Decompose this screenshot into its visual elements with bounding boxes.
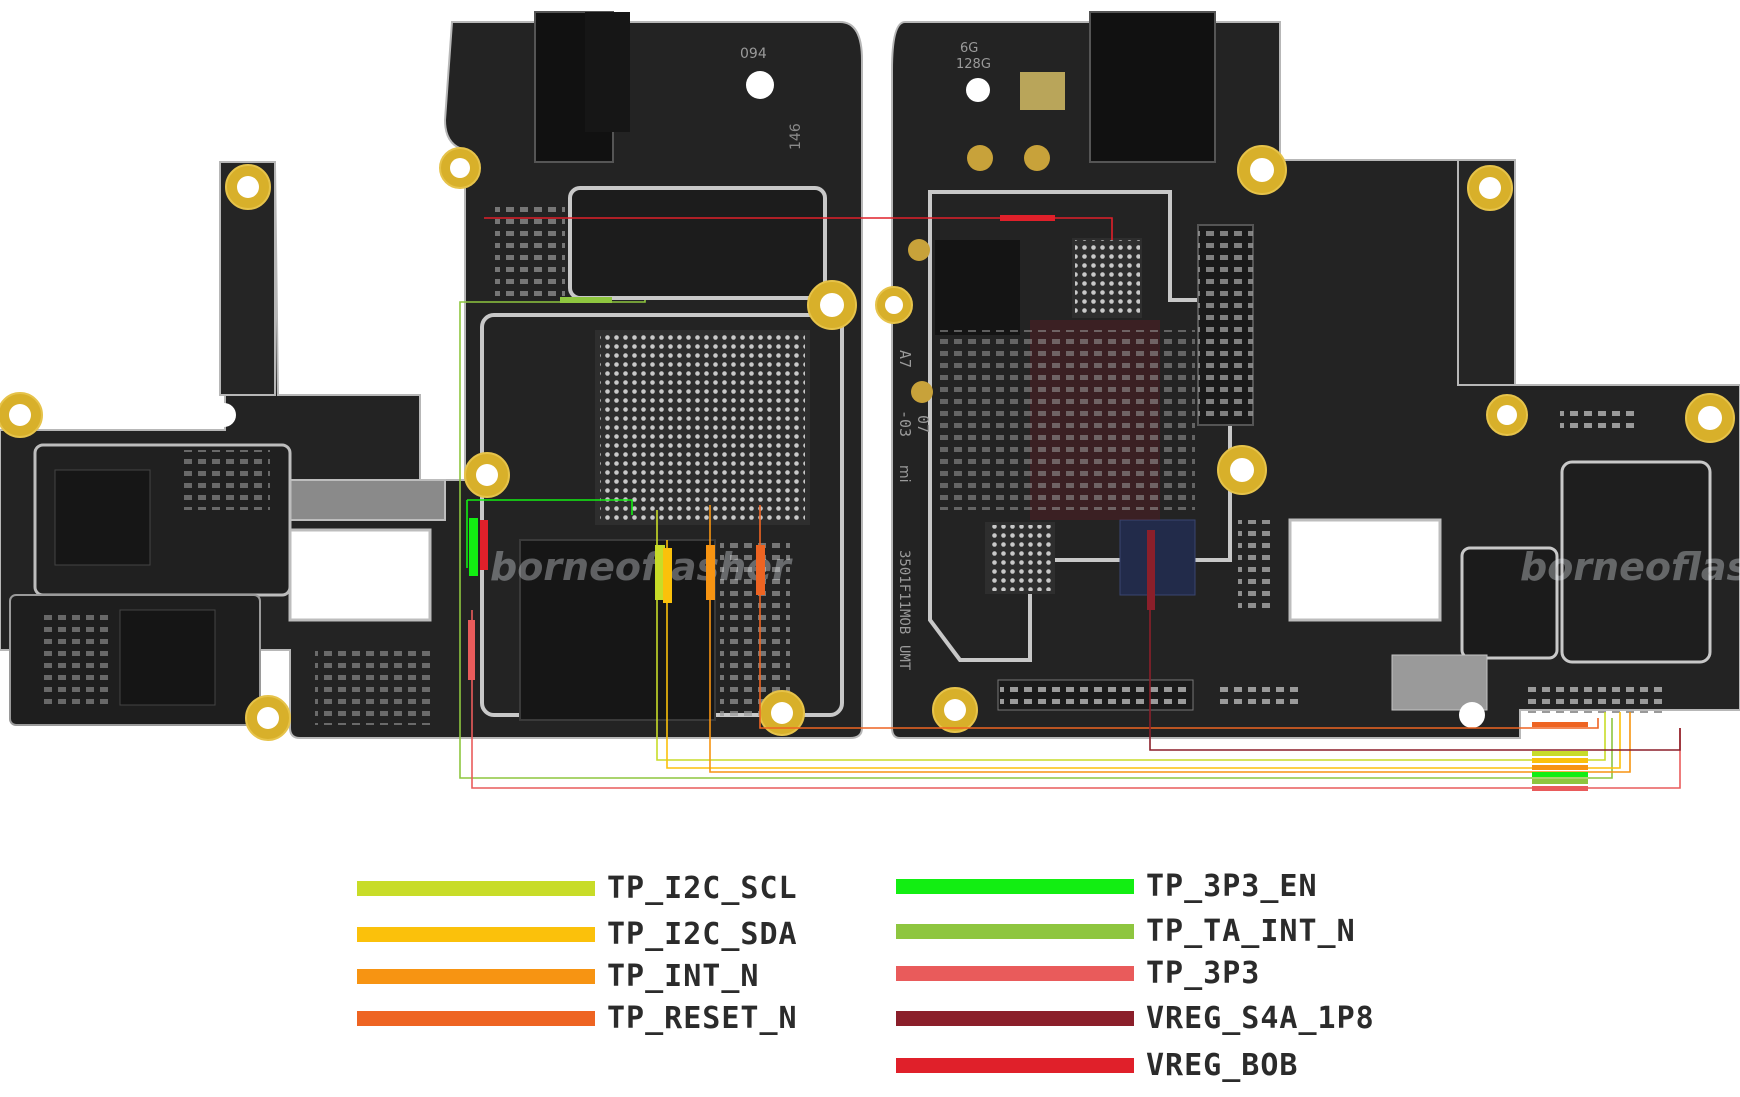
legend-label: TP_3P3_EN (1146, 869, 1318, 904)
silkscreen-mi: mi (896, 465, 912, 483)
legend-swatch (896, 1011, 1134, 1026)
silkscreen-board-id: 3501F11MOB (896, 550, 912, 634)
trace-tp-3p3-en (466, 499, 633, 568)
silkscreen-03: -03 (896, 410, 914, 437)
legend-label: TP_I2C_SDA (607, 917, 798, 952)
legend-swatch (357, 927, 595, 942)
legend-swatch (896, 879, 1134, 894)
trace-tp-i2c-scl (656, 510, 1606, 761)
legend-label: TP_RESET_N (607, 1001, 798, 1036)
silkscreen-umt: UMT (896, 645, 912, 671)
legend-label: TP_TA_INT_N (1146, 914, 1356, 949)
right-board: 6G 128G A7 07 -03 mi 3501F11MOB UMT (875, 11, 1740, 739)
watermark-left: borneoflasher (490, 545, 793, 589)
watermark-right: borneoflasher (1520, 545, 1740, 589)
silkscreen-a7: A7 (896, 350, 914, 368)
legend-label: TP_I2C_SCL (607, 871, 798, 906)
silkscreen-146: 146 (788, 123, 804, 150)
silkscreen-07: 07 (914, 415, 932, 433)
silkscreen-094: 094 (740, 46, 767, 62)
legend-swatch (896, 924, 1134, 939)
trace-tp-reset-n (759, 505, 1599, 729)
legend-swatch (357, 969, 595, 984)
trace-vreg-bob (484, 217, 1113, 240)
legend-label: TP_INT_N (607, 959, 760, 994)
pcb-diagram: 094 146 (0, 11, 1740, 791)
legend-swatch (357, 881, 595, 896)
silkscreen-6g: 6G (960, 41, 978, 56)
trace-tp-i2c-sda (666, 540, 1621, 769)
trace-tp-int-n (709, 505, 1631, 773)
legend-label: VREG_S4A_1P8 (1146, 1001, 1375, 1036)
legend-label: TP_3P3 (1146, 956, 1261, 991)
left-board: 094 146 (0, 11, 863, 741)
trace-vreg-s4a-1p8 (1149, 535, 1681, 751)
probe-markers (468, 215, 1588, 791)
legend-swatch (357, 1011, 595, 1026)
trace-tp-3p3 (471, 610, 1681, 789)
trace-lines (459, 217, 1681, 789)
legend-label: VREG_BOB (1146, 1048, 1299, 1083)
legend-swatch (896, 966, 1134, 981)
legend-swatch (896, 1058, 1134, 1073)
silkscreen-128g: 128G (956, 57, 991, 72)
